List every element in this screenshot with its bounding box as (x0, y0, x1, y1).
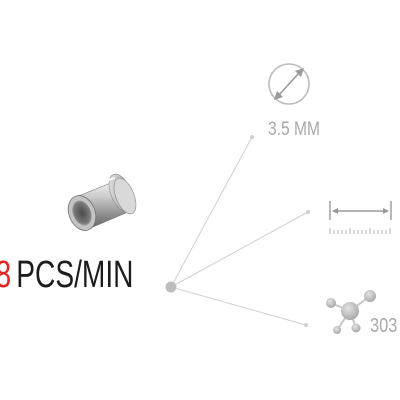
hub-dot-icon (165, 281, 177, 293)
connector-line-diameter (170, 136, 253, 288)
connector-end-length (306, 210, 310, 214)
length-ruler-icon (329, 201, 392, 234)
rate-unit: PCS/MIN (16, 254, 134, 296)
connector-end-material (304, 323, 308, 327)
molecule-icon (326, 290, 376, 334)
diameter-icon (268, 63, 310, 105)
rate-number: 8 (0, 253, 11, 297)
connector-lines (170, 136, 309, 326)
connector-line-length (170, 211, 309, 288)
connector-end-diameter (250, 135, 254, 139)
connector-line-material (170, 286, 307, 326)
rivet-nut-icon (67, 173, 137, 231)
diameter-label: 3.5 MM (268, 119, 320, 140)
material-label: 303 (370, 315, 398, 337)
